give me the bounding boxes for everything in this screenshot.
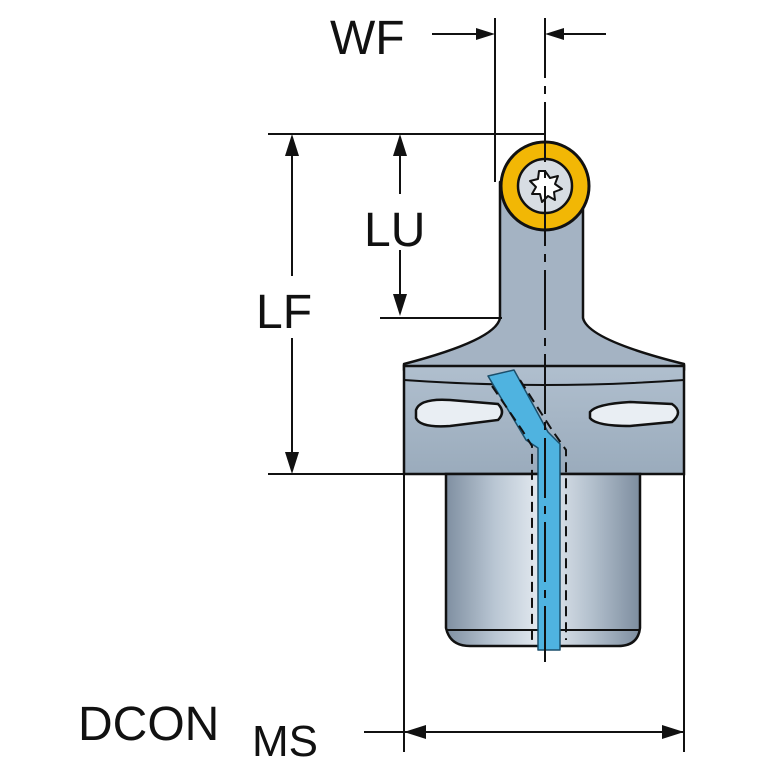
lf-arrow-down-icon — [285, 452, 299, 474]
dimension-dcon: DCON MS — [78, 474, 685, 766]
wf-label: WF — [330, 12, 405, 65]
head-slot-left — [414, 398, 504, 428]
dcon-arrow-right-icon — [662, 725, 684, 739]
lf-label: LF — [256, 286, 312, 339]
coolant-channel — [487, 369, 567, 651]
head-slot-right — [588, 400, 680, 428]
coolant-hidden-line-right — [519, 379, 567, 640]
dimension-lu: LU — [362, 134, 502, 319]
dcon-label: DCON — [78, 698, 219, 751]
coolant-hidden-line-left — [491, 385, 533, 640]
lf-arrow-up-icon — [285, 134, 299, 156]
dimension-wf: WF — [330, 12, 606, 182]
dcon-arrow-left-icon — [404, 725, 426, 739]
lu-arrow-up-icon — [393, 134, 407, 156]
dimension-lf: LF — [250, 133, 545, 475]
lf-label-bg — [250, 276, 334, 338]
wf-arrow-left-icon — [476, 28, 495, 40]
dcon-subscript: MS — [252, 717, 318, 766]
lu-label-bg — [362, 194, 442, 250]
wf-arrow-right-icon — [545, 28, 564, 40]
lu-arrow-down-icon — [393, 294, 407, 316]
lu-label: LU — [364, 204, 425, 257]
